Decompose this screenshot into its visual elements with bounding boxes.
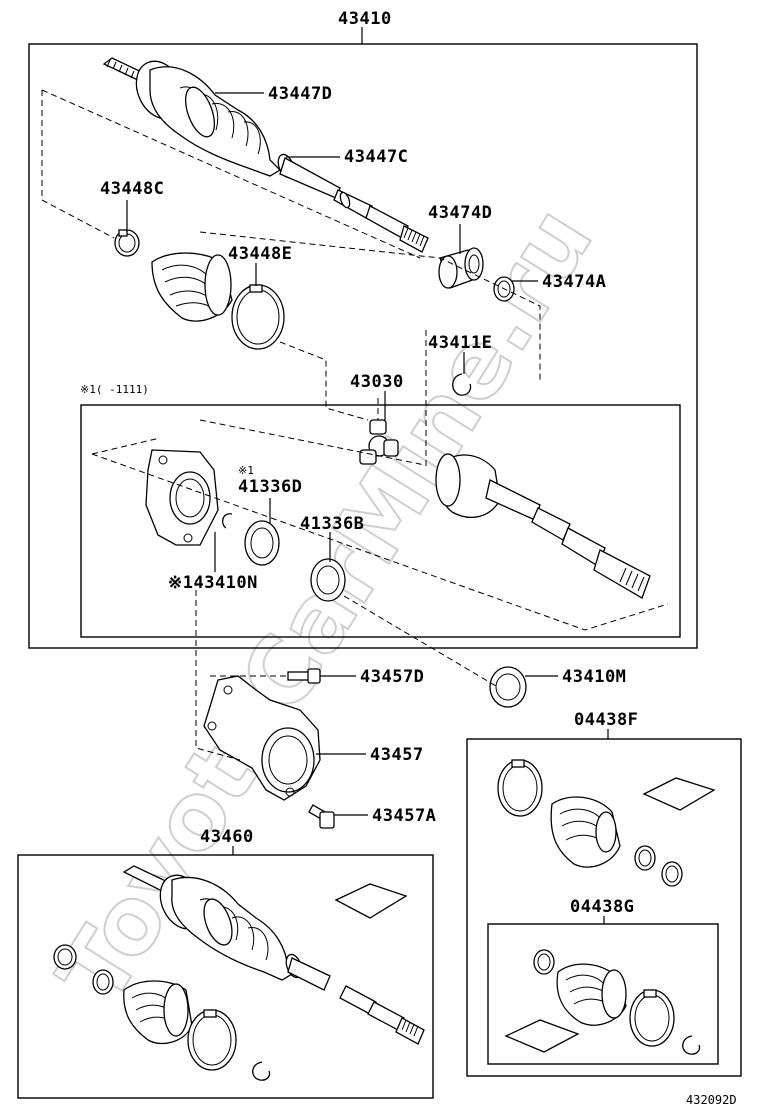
- grease-pack-43460: [334, 883, 408, 919]
- drive-shaft-43460: [122, 865, 425, 1045]
- label-43460: 43460: [200, 827, 254, 847]
- snap-ring-04438G: [682, 1035, 701, 1055]
- tripod-joint-43030: [359, 419, 399, 465]
- watermark: ToyotaCarMine.ru: [37, 188, 614, 1022]
- label-43457D: 43457D: [360, 667, 424, 687]
- clamp-04438G-small: [533, 949, 555, 975]
- clamp-04438F-small-a: [634, 845, 656, 871]
- label-43474D: 43474D: [428, 203, 492, 223]
- clamp-04438F-small-b: [661, 861, 683, 887]
- assembly-frame-43410: [28, 43, 698, 649]
- grease-pack-04438G: [504, 1019, 580, 1053]
- label-43410: 43410: [338, 9, 392, 29]
- kit-frame-04438F: [466, 738, 742, 1077]
- applicability-note: ※1( -1111): [80, 383, 149, 396]
- bolt-43457A: [308, 804, 335, 829]
- guide-lines: [41, 89, 669, 761]
- seal-43410M: [489, 666, 527, 708]
- label-43448C: 43448C: [100, 179, 164, 199]
- label-43447D: 43447D: [268, 84, 332, 104]
- bolt-43457D: [287, 668, 321, 684]
- label-43474A: 43474A: [542, 272, 606, 292]
- label-43410M: 43410M: [562, 667, 626, 687]
- center-bracket-43457: [203, 675, 321, 801]
- clamp-43448C: [114, 229, 140, 257]
- boot-inboard: [151, 252, 233, 322]
- oil-seal-41336B: [310, 558, 346, 602]
- bearing-bracket: [145, 449, 233, 546]
- label-43410N: ※143410N: [168, 573, 258, 593]
- clamp-43460-small-a: [53, 944, 77, 970]
- kit-frame-04438G: [487, 923, 719, 1065]
- label-43447C: 43447C: [344, 147, 408, 167]
- leader-lines: [126, 27, 609, 924]
- inboard-joint-shaft: [435, 453, 651, 599]
- grease-pack-04438F: [642, 777, 716, 811]
- boot-43460: [123, 980, 193, 1045]
- label-04438G: 04438G: [570, 897, 634, 917]
- inner-frame-inboard: [80, 404, 681, 638]
- assembly-frame-43460: [17, 854, 434, 1099]
- dust-seal-41336D: [244, 520, 280, 566]
- label-43457A: 43457A: [372, 806, 436, 826]
- label-41336D: 41336D: [238, 477, 302, 497]
- label-43411E: 43411E: [428, 333, 492, 353]
- label-41336D-mark: ※1: [238, 464, 254, 477]
- clamp-04438F-large: [497, 759, 543, 817]
- clamp-43460-large: [187, 1009, 237, 1071]
- clamp-43460-small-b: [92, 969, 114, 995]
- label-43030: 43030: [350, 372, 404, 392]
- boot-04438F: [550, 796, 621, 868]
- label-43448E: 43448E: [228, 244, 292, 264]
- clamp-04438G-large: [629, 989, 675, 1047]
- snap-ring-43460: [252, 1061, 271, 1081]
- label-41336B: 41336B: [300, 514, 364, 534]
- clamp-43448E: [231, 284, 285, 350]
- drive-shaft-43410: [102, 57, 429, 253]
- boot-04438G: [556, 963, 627, 1026]
- label-43457: 43457: [370, 745, 424, 765]
- svg-text:ToyotaCarMine.ru: ToyotaCarMine.ru: [38, 189, 613, 1021]
- snap-ring-43411E: [452, 373, 472, 396]
- label-04438F: 04438F: [574, 710, 638, 730]
- diagram-id: 432092D: [686, 1093, 737, 1107]
